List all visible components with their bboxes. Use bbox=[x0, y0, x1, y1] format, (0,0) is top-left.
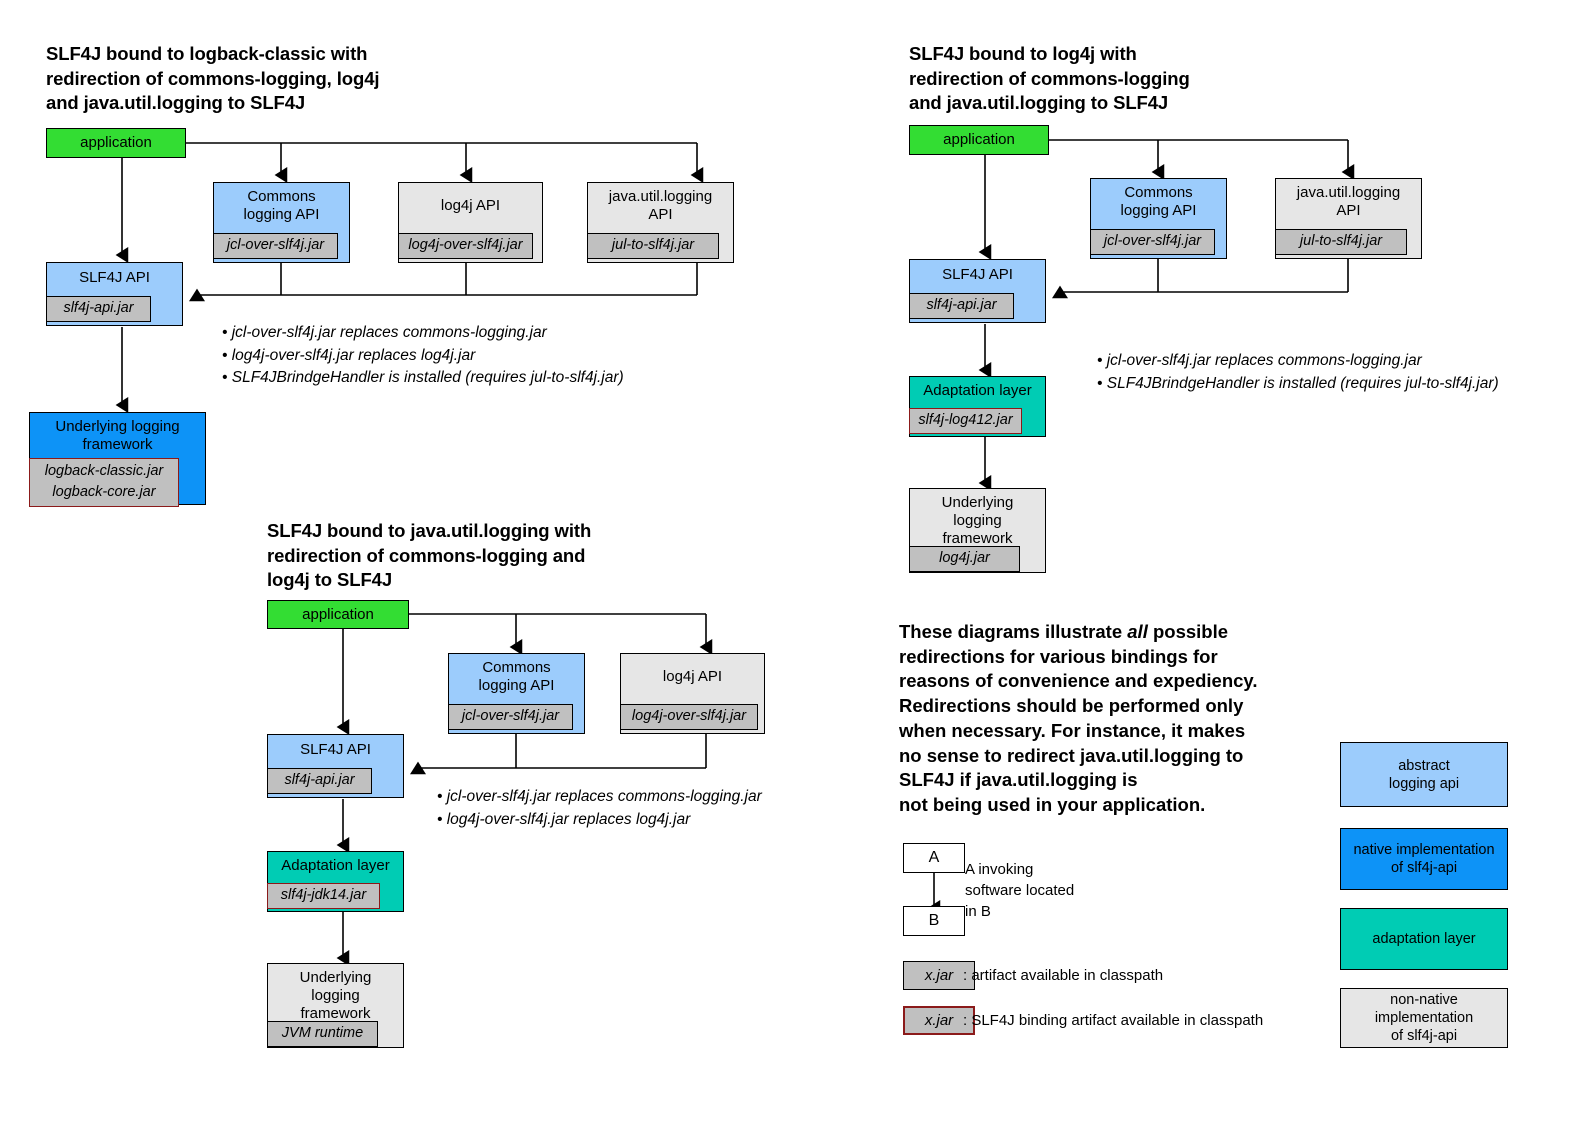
legend-swatch-native-implementation-label: native implementation of slf4j-api bbox=[1353, 842, 1495, 876]
d3-slf4j-api-box: SLF4J API slf4j-api.jar bbox=[267, 734, 404, 798]
d3-slf4j-api-jar: slf4j-api.jar bbox=[267, 768, 372, 794]
d2-commons-logging-api-label: Commons logging API bbox=[1120, 184, 1197, 219]
d1-underlying-framework-box: Underlying logging framework logback-cla… bbox=[29, 412, 206, 507]
d1-underlying-framework-jar: logback-classic.jar logback-core.jar bbox=[29, 458, 179, 507]
d2-note-1: • SLF4JBrindgeHandler is installed (requ… bbox=[1097, 374, 1499, 392]
d1-slf4j-api-label: SLF4J API bbox=[79, 269, 150, 286]
legend-swatch-native-implementation: native implementation of slf4j-api bbox=[1340, 828, 1508, 890]
d3-underlying-framework-box: Underlying logging framework JVM runtime bbox=[267, 963, 404, 1048]
d1-note-0: • jcl-over-slf4j.jar replaces commons-lo… bbox=[222, 324, 547, 341]
d2-notes: • jcl-over-slf4j.jar replaces commons-lo… bbox=[1097, 350, 1499, 395]
legend-node-b-box: B bbox=[903, 906, 965, 936]
d2-underlying-framework-jar: log4j.jar bbox=[909, 546, 1020, 572]
d2-commons-logging-api-box: Commons logging API jcl-over-slf4j.jar bbox=[1090, 178, 1227, 259]
d1-commons-logging-api-jar: jcl-over-slf4j.jar bbox=[213, 233, 338, 259]
legend-artifact-jar: x.jar bbox=[903, 961, 975, 990]
d3-log4j-api-jar: log4j-over-slf4j.jar bbox=[620, 704, 758, 730]
legend-swatch-non-native-implementation: non-native implementation of slf4j-api bbox=[1340, 988, 1508, 1048]
d3-log4j-api-box: log4j API log4j-over-slf4j.jar bbox=[620, 653, 765, 734]
legend-node-a-box: A bbox=[903, 843, 965, 873]
d1-jul-api-box: java.util.logging API jul-to-slf4j.jar bbox=[587, 182, 734, 263]
d2-slf4j-api-jar: slf4j-api.jar bbox=[909, 293, 1014, 319]
d1-commons-logging-api-box: Commons logging API jcl-over-slf4j.jar bbox=[213, 182, 350, 263]
d2-adaptation-layer-label: Adaptation layer bbox=[923, 382, 1032, 399]
d2-note-0: • jcl-over-slf4j.jar replaces commons-lo… bbox=[1097, 352, 1422, 369]
d3-application-box: application bbox=[267, 600, 409, 629]
legend-node-b-label: B bbox=[928, 912, 940, 929]
d1-log4j-api-box: log4j API log4j-over-slf4j.jar bbox=[398, 182, 543, 263]
d1-application-label: application bbox=[80, 134, 152, 151]
d1-application-box: application bbox=[46, 128, 186, 158]
legend-invoking-text: A invoking software located in B bbox=[965, 861, 1075, 920]
d3-commons-logging-api-jar: jcl-over-slf4j.jar bbox=[448, 704, 573, 730]
d2-commons-logging-api-jar: jcl-over-slf4j.jar bbox=[1090, 229, 1215, 255]
d2-application-box: application bbox=[909, 125, 1049, 155]
legend-swatch-adaptation-layer: adaptation layer bbox=[1340, 908, 1508, 970]
diagram2-heading: SLF4J bound to log4j with redirection of… bbox=[909, 43, 1190, 113]
d1-note-2: • SLF4JBrindgeHandler is installed (requ… bbox=[222, 369, 624, 386]
d1-log4j-api-jar: log4j-over-slf4j.jar bbox=[398, 233, 533, 259]
legend-binding-jar: x.jar bbox=[903, 1006, 975, 1035]
legend-swatch-abstract-logging-api: abstract logging api bbox=[1340, 742, 1508, 807]
d2-underlying-framework-label: Underlying logging framework bbox=[941, 494, 1014, 547]
legend-node-a-label: A bbox=[928, 849, 940, 866]
d1-jul-api-label: java.util.logging API bbox=[608, 188, 713, 223]
d3-underlying-framework-jar: JVM runtime bbox=[267, 1021, 378, 1047]
d3-notes: • jcl-over-slf4j.jar replaces commons-lo… bbox=[437, 786, 762, 831]
d3-adaptation-layer-label: Adaptation layer bbox=[281, 857, 390, 874]
legend-artifact-text: : artifact available in classpath bbox=[963, 967, 1164, 984]
paragraph-line2: possible redirections for various bindin… bbox=[899, 621, 1258, 815]
d2-application-label: application bbox=[943, 131, 1015, 148]
d1-notes: • jcl-over-slf4j.jar replaces commons-lo… bbox=[222, 322, 624, 390]
d3-note-1: • log4j-over-slf4j.jar replaces log4j.ja… bbox=[437, 810, 691, 828]
legend-swatch-abstract-logging-api-label: abstract logging api bbox=[1388, 757, 1460, 792]
d1-slf4j-api-jar: slf4j-api.jar bbox=[46, 296, 151, 322]
d3-commons-logging-api-label: Commons logging API bbox=[478, 659, 555, 694]
d1-note-1: • log4j-over-slf4j.jar replaces log4j.ja… bbox=[222, 346, 476, 364]
d3-application-label: application bbox=[302, 605, 374, 623]
d2-underlying-framework-box: Underlying logging framework log4j.jar bbox=[909, 488, 1046, 573]
d3-adaptation-layer-jar: slf4j-jdk14.jar bbox=[267, 883, 380, 909]
paragraph-emphasis: all bbox=[1127, 621, 1148, 642]
d2-adaptation-layer-box: Adaptation layer slf4j-log412.jar bbox=[909, 376, 1046, 437]
d2-slf4j-api-label: SLF4J API bbox=[942, 266, 1013, 283]
diagram1-heading: SLF4J bound to logback-classic with redi… bbox=[46, 43, 380, 113]
d3-adaptation-layer-box: Adaptation layer slf4j-jdk14.jar bbox=[267, 851, 404, 912]
d3-note-0: • jcl-over-slf4j.jar replaces commons-lo… bbox=[437, 788, 762, 805]
d3-slf4j-api-label: SLF4J API bbox=[300, 741, 371, 758]
legend-binding-text: : SLF4J binding artifact available in cl… bbox=[963, 1012, 1264, 1029]
d1-slf4j-api-box: SLF4J API slf4j-api.jar bbox=[46, 262, 183, 326]
d2-jul-api-box: java.util.logging API jul-to-slf4j.jar bbox=[1275, 178, 1422, 259]
d1-log4j-api-label: log4j API bbox=[440, 197, 501, 214]
d3-commons-logging-api-box: Commons logging API jcl-over-slf4j.jar bbox=[448, 653, 585, 734]
explanatory-paragraph: These diagrams illustrate all possible r… bbox=[899, 620, 1329, 818]
d2-adaptation-layer-jar: slf4j-log412.jar bbox=[909, 408, 1022, 434]
d1-underlying-framework-label: Underlying logging framework bbox=[55, 418, 180, 453]
d3-underlying-framework-label: Underlying logging framework bbox=[299, 969, 372, 1022]
legend-swatch-adaptation-layer-label: adaptation layer bbox=[1372, 931, 1476, 947]
d1-jul-api-jar: jul-to-slf4j.jar bbox=[587, 233, 719, 259]
d3-log4j-api-label: log4j API bbox=[662, 668, 723, 685]
d2-jul-api-label: java.util.logging API bbox=[1296, 184, 1401, 219]
paragraph-line1: These diagrams illustrate bbox=[899, 621, 1128, 642]
d2-slf4j-api-box: SLF4J API slf4j-api.jar bbox=[909, 259, 1046, 323]
legend-swatch-non-native-implementation-label: non-native implementation of slf4j-api bbox=[1374, 992, 1474, 1044]
diagram3-heading: SLF4J bound to java.util.logging with re… bbox=[267, 520, 592, 590]
d2-jul-api-jar: jul-to-slf4j.jar bbox=[1275, 229, 1407, 255]
d1-commons-logging-api-label: Commons logging API bbox=[243, 188, 320, 223]
